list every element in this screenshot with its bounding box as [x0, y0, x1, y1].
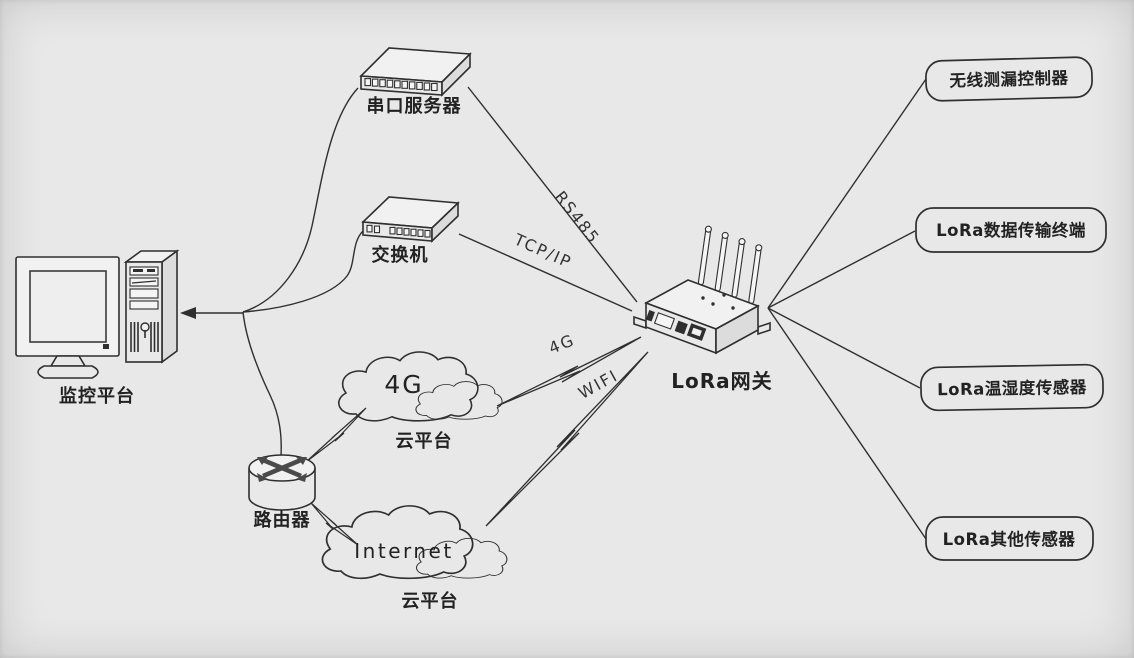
- router-to-internet-cloud-bolt: [310, 502, 359, 546]
- router-node: 路由器: [248, 454, 316, 531]
- 4g-link-bolt: [496, 336, 642, 407]
- lora-gateway-node: LoRa网关: [633, 225, 772, 393]
- 4g-cloud-inner-puff: [415, 381, 503, 420]
- rs485-link-line: [467, 86, 638, 303]
- gateway-screws: [701, 293, 735, 310]
- rs485-label: RS485: [551, 187, 604, 247]
- serial-server-label: 串口服务器: [367, 95, 462, 117]
- monitoring-platform-label: 监控平台: [59, 385, 135, 407]
- switch-node: 交换机: [361, 196, 460, 266]
- junction-to-router-curve: [242, 311, 282, 457]
- router-to-4g-cloud-bolt: [305, 407, 367, 463]
- router-cross-arrows: [262, 457, 302, 479]
- internet-cloud-name: Internet: [354, 539, 453, 563]
- router-label: 路由器: [254, 509, 311, 531]
- switch-label: 交换机: [372, 244, 429, 266]
- endpoint-label: LoRa温湿度传感器: [937, 377, 1087, 400]
- gateway-to-endpoint1-line: [767, 78, 927, 309]
- gateway-left-ear: [633, 315, 647, 330]
- endpoint-lora-other-sensors: LoRa其他传感器: [925, 516, 1094, 561]
- serial-server-ports: [364, 78, 438, 92]
- internet-cloud-node: Internet 云平台: [321, 505, 508, 612]
- gateway-to-endpoint3-line: [767, 307, 921, 389]
- 4g-cloud-label: 云平台: [396, 430, 453, 452]
- tcpip-link-line: [458, 233, 633, 312]
- lora-gateway-icon: [633, 225, 771, 355]
- junction-to-switch-curve: [242, 230, 364, 313]
- router-icon: [248, 454, 316, 511]
- switch-icon: [361, 196, 460, 243]
- internet-cloud-label: 云平台: [402, 590, 459, 612]
- monitoring-platform-node: 监控平台: [15, 249, 180, 407]
- endpoint-boxes: 无线测漏控制器 LoRa数据传输终端 LoRa温湿度传感器 LoRa其他传感器: [915, 56, 1107, 561]
- tcpip-label: TCP/IP: [510, 229, 575, 272]
- endpoint-lora-data-terminal: LoRa数据传输终端: [915, 207, 1107, 253]
- endpoint-wireless-leak-controller: 无线测漏控制器: [925, 56, 1093, 102]
- lora-gateway-label: LoRa网关: [671, 369, 772, 393]
- arrowhead-to-platform: [180, 307, 196, 319]
- 4g-cloud-name: 4G: [384, 370, 423, 399]
- switch-ports: [366, 224, 431, 238]
- gateway-ports: [645, 310, 707, 341]
- serial-server-icon: [359, 47, 472, 97]
- endpoint-label: LoRa其他传感器: [943, 529, 1076, 549]
- 4g-link-label: 4G: [546, 330, 578, 358]
- tower-drive-bays: [129, 266, 159, 310]
- junction-to-serial-server-curve: [242, 87, 359, 313]
- gateway-to-endpoint2-line: [767, 230, 916, 309]
- endpoint-lora-temp-humidity-sensor: LoRa温湿度传感器: [920, 363, 1104, 412]
- 4g-cloud-node: 4G 云平台: [337, 351, 503, 452]
- endpoint-label: LoRa数据传输终端: [936, 220, 1086, 240]
- router-arrowheads: [257, 457, 307, 482]
- serial-server-node: 串口服务器: [359, 47, 472, 117]
- wifi-link-bolt: [485, 351, 649, 527]
- gateway-to-endpoint4-line: [767, 307, 927, 540]
- gateway-right-ear: [757, 321, 771, 336]
- tower-vents-and-lock: [130, 322, 159, 352]
- endpoint-label: 无线测漏控制器: [948, 67, 1068, 90]
- desktop-computer-icon: [15, 249, 180, 379]
